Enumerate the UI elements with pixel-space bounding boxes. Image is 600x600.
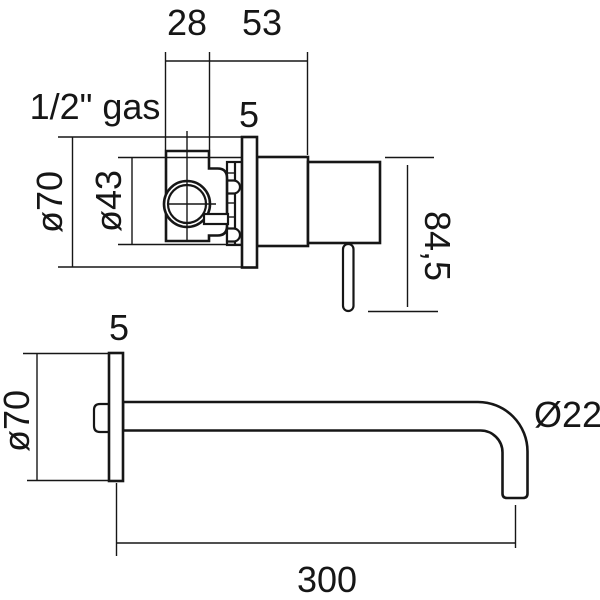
wall-plate-top-view (240, 135, 259, 269)
plate-thickness-label-bottom: 5 (109, 307, 129, 348)
mixer-body (306, 160, 382, 245)
dim-label-53: 53 (242, 2, 282, 43)
plate-thickness-label-top: 5 (239, 94, 259, 135)
mixer-top-view: 28 53 1/2" gas 5 ø70 ø43 84,5 (29, 2, 458, 313)
thread-label: 1/2" gas (30, 86, 161, 127)
inwall-port-tab-bottom (225, 227, 242, 243)
height-label: 84,5 (417, 211, 458, 281)
outlet-nipple (202, 212, 230, 226)
plate-diameter-label-top: ø70 (29, 171, 70, 233)
sleeve-diameter-label: ø43 (88, 170, 129, 232)
inwall-port-tab-top (225, 179, 242, 195)
inlet-stub (92, 402, 111, 434)
spout-length-label: 300 (297, 559, 357, 600)
plate-diameter-label-bottom: ø70 (0, 390, 37, 452)
spout-bottom-view: 5 ø70 Ø22 300 (0, 307, 600, 600)
spout-tube (121, 400, 529, 500)
wall-plate-bottom-view (107, 351, 125, 483)
dim-label-28: 28 (167, 2, 207, 43)
trim-sleeve (255, 155, 310, 248)
lever-handle (341, 242, 355, 313)
spout-diameter-label: Ø22 (534, 394, 600, 435)
